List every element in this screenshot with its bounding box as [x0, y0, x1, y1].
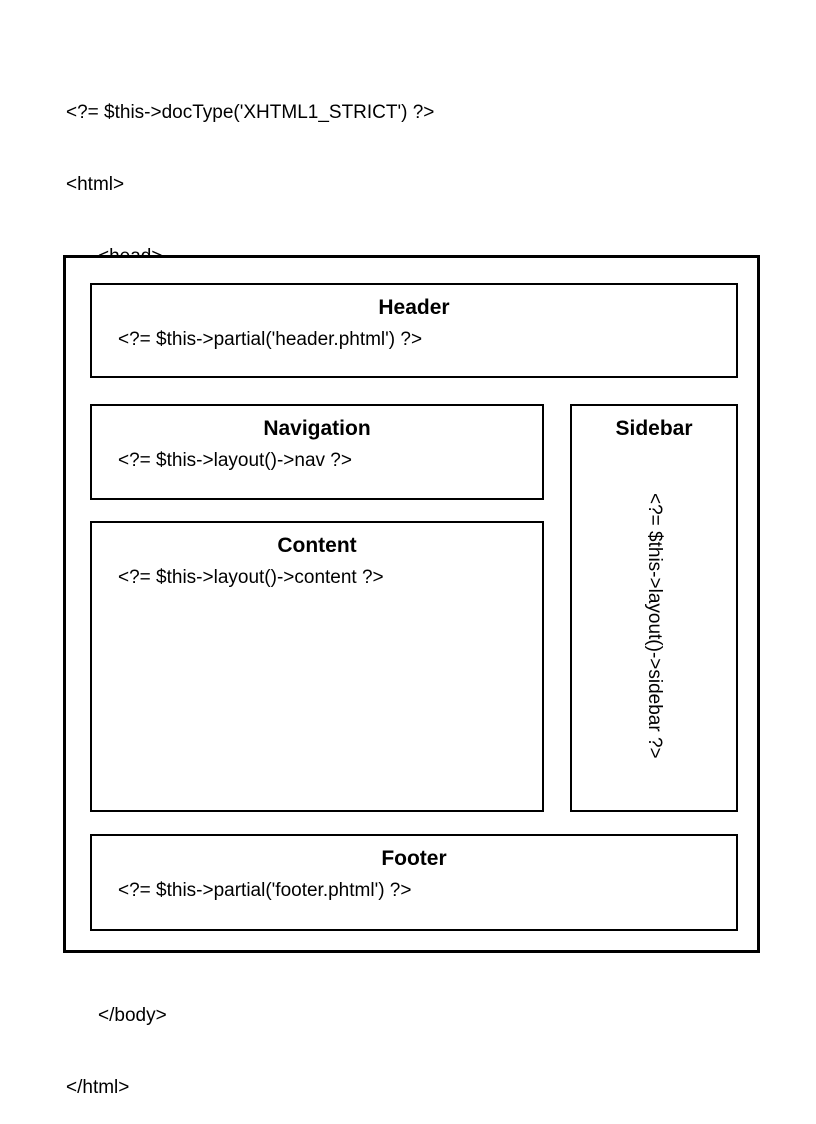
navigation-box-title: Navigation [263, 417, 371, 440]
code-line-html-open: <html> [66, 174, 125, 195]
sidebar-box-code: <?= $this->layout()->sidebar ?> [644, 493, 665, 759]
navigation-box-code: <?= $this->layout()->nav ?> [118, 450, 352, 471]
content-box-title: Content [277, 534, 357, 557]
body-wrapper-box: Header <?= $this->partial('header.phtml'… [63, 255, 760, 953]
navigation-box: Navigation <?= $this->layout()->nav ?> [90, 404, 544, 500]
sidebar-box: Sidebar <?= $this->layout()->sidebar ?> [570, 404, 738, 812]
footer-box: Footer <?= $this->partial('footer.phtml'… [90, 834, 738, 931]
code-line-doctype: <?= $this->docType('XHTML1_STRICT') ?> [66, 102, 435, 123]
footer-box-title: Footer [381, 847, 447, 870]
header-box: Header <?= $this->partial('header.phtml'… [90, 283, 738, 378]
header-box-code: <?= $this->partial('header.phtml') ?> [118, 329, 423, 350]
footer-box-code: <?= $this->partial('footer.phtml') ?> [118, 880, 412, 901]
php-layout-code-bottom: </body> </html> [66, 956, 167, 1124]
sidebar-box-title: Sidebar [615, 417, 693, 440]
sidebar-code-area: <?= $this->layout()->sidebar ?> [572, 442, 736, 810]
header-box-title: Header [378, 296, 450, 319]
content-box: Content <?= $this->layout()->content ?> [90, 521, 544, 812]
code-line-body-close: </body> [98, 1005, 167, 1026]
content-box-code: <?= $this->layout()->content ?> [118, 567, 384, 588]
code-line-html-close: </html> [66, 1077, 130, 1098]
